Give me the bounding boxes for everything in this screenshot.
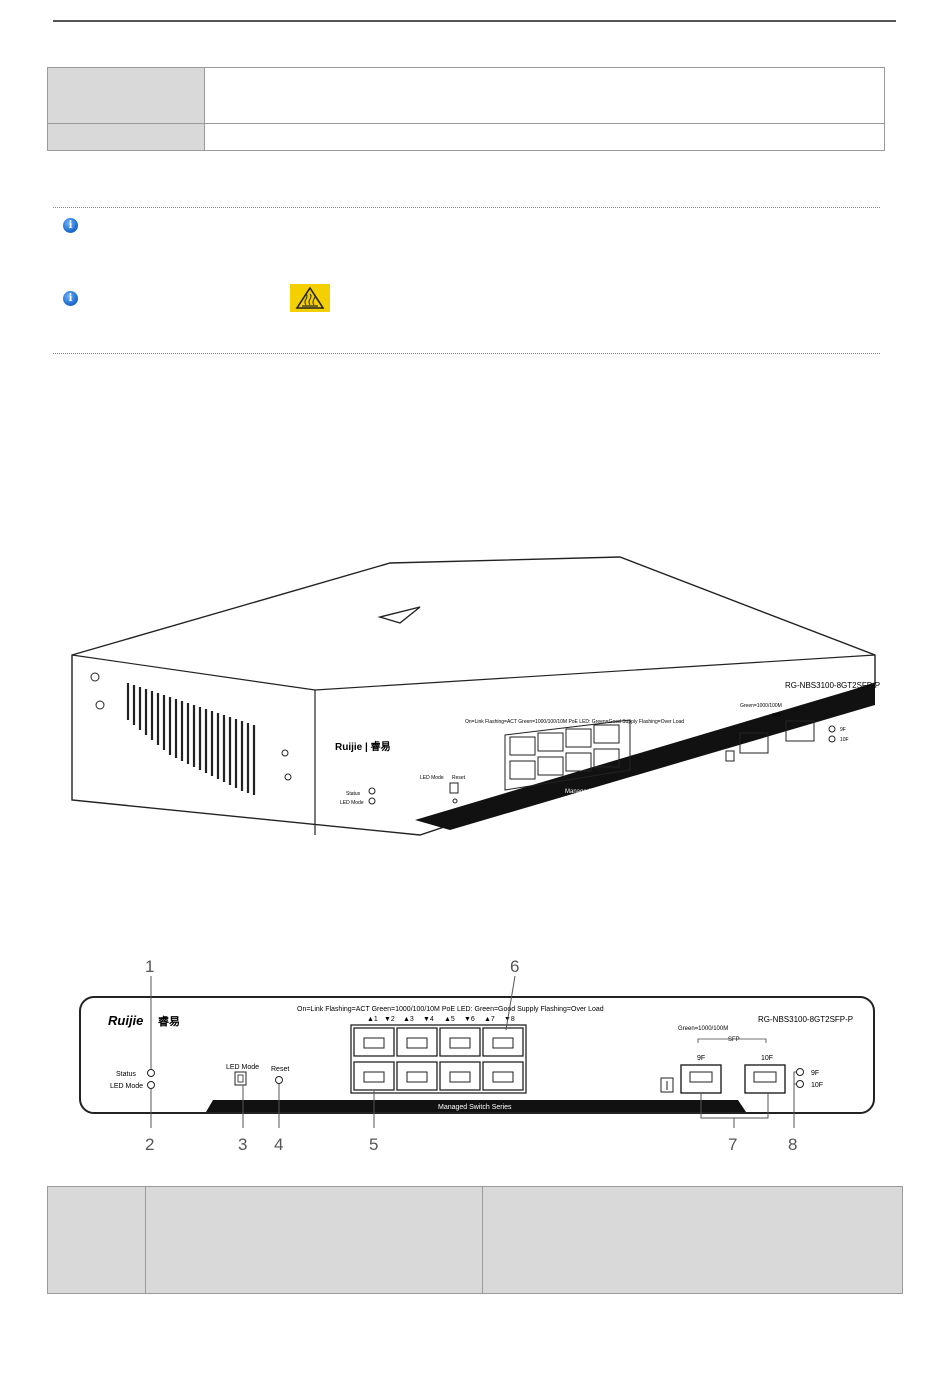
callout-3: 3 [238, 1135, 247, 1154]
callout-2: 2 [145, 1135, 154, 1154]
photo-reset-label: Reset [452, 775, 466, 781]
svg-text:▲7: ▲7 [484, 1016, 495, 1023]
svg-text:▼2: ▼2 [384, 1016, 395, 1023]
sfp-group-label: SFP [728, 1037, 740, 1043]
hot-surface-warning-icon [290, 284, 330, 312]
brand-chinese: 睿易 [158, 1014, 180, 1028]
port-numbers: ▲1 ▼2 ▲3 ▼4 ▲5 ▼6 ▲7 ▼8 [367, 1016, 515, 1023]
table-row [47, 67, 885, 124]
rj45-port[interactable] [482, 1061, 524, 1091]
table-row [47, 123, 885, 151]
rj45-port[interactable] [396, 1061, 438, 1091]
photo-status-label: Status [346, 791, 361, 797]
note-divider-top [53, 207, 880, 208]
rj45-port[interactable] [482, 1027, 524, 1057]
rj45-port[interactable] [353, 1061, 395, 1091]
table-row [47, 1186, 903, 1294]
photo-model: RG-NBS3100-8GT2SFP-P [785, 681, 880, 690]
sfp-led-10-label: 10F [811, 1082, 823, 1089]
rj45-port[interactable] [396, 1027, 438, 1057]
table-header-cell [47, 123, 205, 151]
led-mode-button[interactable] [234, 1071, 247, 1086]
photo-sfp-led-9: 9F [840, 727, 846, 733]
info-icon: i [63, 291, 78, 306]
info-icon: i [63, 218, 78, 233]
rj45-port-block [350, 1024, 527, 1094]
sfp-10-led [796, 1080, 804, 1088]
led-mode-label: LED Mode [110, 1083, 143, 1090]
callout-1: 1 [145, 957, 154, 976]
table-header-cell [482, 1186, 903, 1294]
sfp-9-led [796, 1068, 804, 1076]
svg-text:▲3: ▲3 [403, 1016, 414, 1023]
callout-7: 7 [728, 1135, 737, 1154]
port-legend: On=Link Flashing=ACT Green=1000/100/10M … [297, 1006, 604, 1013]
reset-button[interactable] [275, 1076, 283, 1084]
photo-sfp-group: SFP [772, 713, 782, 719]
model-label: RG-NBS3100-8GT2SFP-P [758, 1015, 853, 1024]
sfp-led-9-label: 9F [811, 1070, 819, 1077]
note-divider-bottom [53, 353, 880, 354]
svg-text:▼8: ▼8 [504, 1016, 515, 1023]
table-cell [204, 123, 885, 151]
sfp-port-10-label: 10F [761, 1055, 773, 1062]
sfp-legend: Green=1000/100M [678, 1026, 728, 1032]
rj45-port[interactable] [439, 1061, 481, 1091]
photo-led-mode-button-label: LED Mode [420, 775, 444, 781]
led-mode-button-label: LED Mode [226, 1064, 259, 1071]
photo-brand: Ruijie | 睿易 [335, 740, 391, 753]
header-rule [53, 20, 896, 22]
svg-text:▲5: ▲5 [444, 1016, 455, 1023]
photo-series-label: Managed Switch Series [565, 789, 628, 795]
photo-legend: On=Link Flashing=ACT Green=1000/100/10M … [465, 719, 684, 725]
svg-text:▲1: ▲1 [367, 1016, 378, 1023]
status-label: Status [116, 1071, 136, 1078]
brand-latin: Ruijie [108, 1013, 143, 1028]
rj45-port[interactable] [439, 1027, 481, 1057]
reset-label: Reset [271, 1066, 289, 1073]
callout-leaders [150, 975, 796, 1128]
series-label: Managed Switch Series [438, 1104, 512, 1111]
svg-text:▼4: ▼4 [423, 1016, 434, 1023]
svg-text:▼6: ▼6 [464, 1016, 475, 1023]
callout-4: 4 [274, 1135, 283, 1154]
sfp-port-9[interactable] [680, 1064, 722, 1094]
callout-8: 8 [788, 1135, 797, 1154]
switch-product-illustration: Ruijie | 睿易 On=Link Flashing=ACT Green=1… [71, 556, 880, 836]
description-table [47, 1186, 903, 1294]
rj45-port[interactable] [353, 1027, 395, 1057]
table-cell [204, 67, 885, 124]
table-header-cell [47, 67, 205, 124]
sfp-port-10[interactable] [744, 1064, 786, 1094]
photo-led-mode-label: LED Mode [340, 800, 364, 806]
front-panel-diagram: Ruijie 睿易 On=Link Flashing=ACT Green=100… [79, 957, 875, 1154]
spec-table [47, 67, 885, 151]
table-header-cell [145, 1186, 483, 1294]
led-mode-led [147, 1081, 155, 1089]
callout-5: 5 [369, 1135, 378, 1154]
callout-6: 6 [510, 957, 519, 976]
photo-sfp-led-10: 10F [840, 737, 849, 743]
photo-sfp-legend: Green=1000/100M [740, 703, 782, 709]
status-led [147, 1069, 155, 1077]
table-header-cell [47, 1186, 146, 1294]
sfp-port-9-label: 9F [697, 1055, 705, 1062]
